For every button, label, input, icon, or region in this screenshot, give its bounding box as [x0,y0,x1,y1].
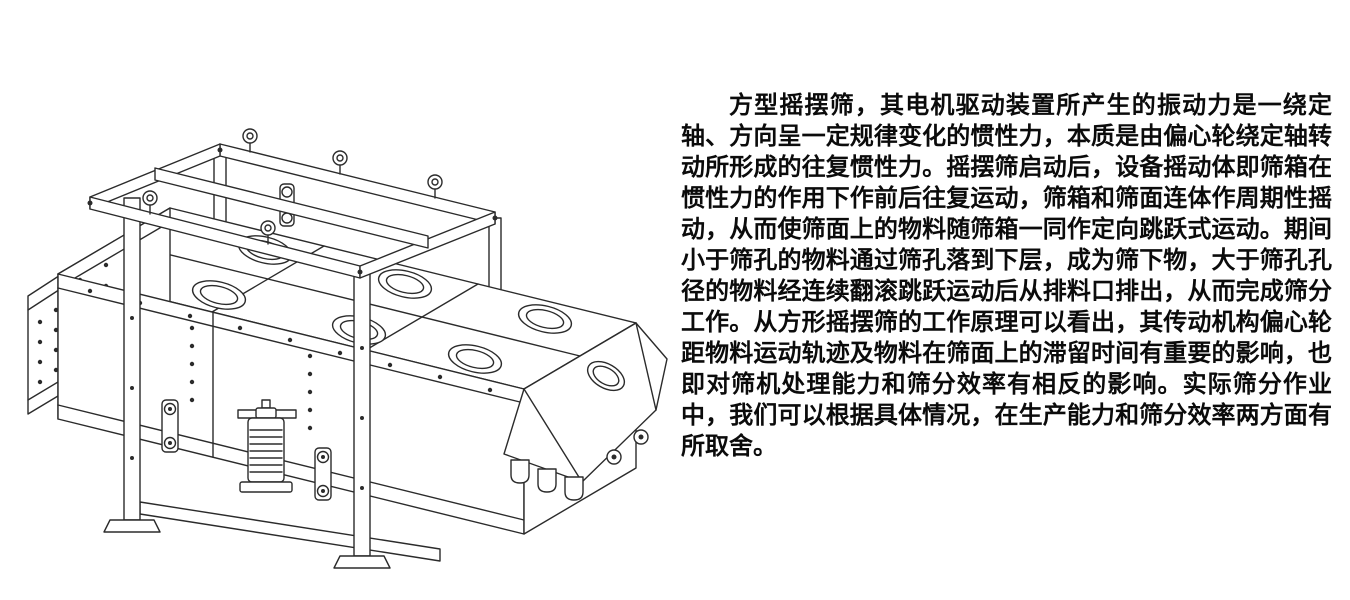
sieve-machine-drawing [10,58,670,578]
description-paragraph: 方型摇摆筛，其电机驱动装置所产生的振动力是一绕定轴、方向呈一定规律变化的惯性力，… [681,92,1332,460]
description-section: 方型摇摆筛，其电机驱动装置所产生的振动力是一绕定轴、方向呈一定规律变化的惯性力，… [681,90,1332,462]
sieve-machine-drawing-icon [27,128,668,569]
